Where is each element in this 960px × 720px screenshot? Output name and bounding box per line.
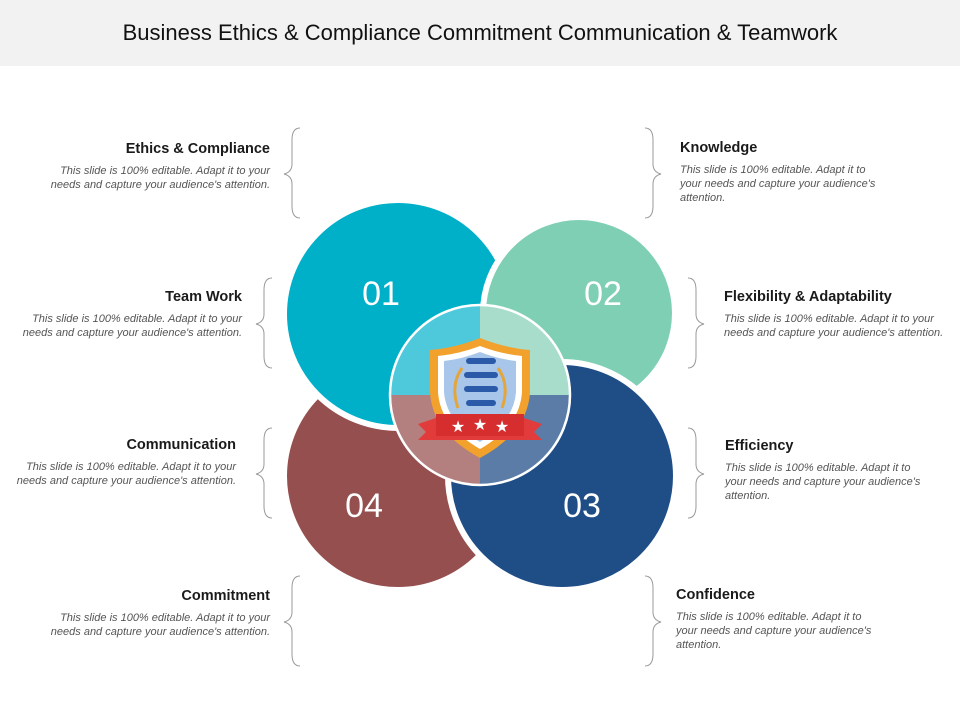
item-confidence: Confidence This slide is 100% editable. … (676, 587, 881, 652)
item-heading: Flexibility & Adaptability (724, 289, 892, 305)
item-description: This slide is 100% editable. Adapt it to… (16, 461, 236, 487)
item-description: This slide is 100% editable. Adapt it to… (676, 611, 872, 651)
item-team-work: Team Work This slide is 100% editable. A… (12, 289, 242, 340)
brace-right-2 (687, 277, 705, 369)
number-02: 02 (584, 275, 622, 313)
item-commitment: Commitment This slide is 100% editable. … (40, 588, 270, 639)
brace-left-1 (283, 127, 301, 219)
center-circle (388, 303, 572, 487)
item-description: This slide is 100% editable. Adapt it to… (50, 612, 270, 638)
number-04: 04 (345, 487, 383, 525)
svg-text:★: ★ (451, 417, 465, 436)
number-01: 01 (362, 275, 400, 313)
svg-text:★: ★ (473, 415, 487, 434)
item-heading: Efficiency (725, 438, 794, 454)
number-03: 03 (563, 487, 601, 525)
item-description: This slide is 100% editable. Adapt it to… (725, 462, 921, 502)
item-flexibility-adaptability: Flexibility & Adaptability This slide is… (724, 289, 944, 340)
brace-right-3 (687, 427, 705, 519)
brace-left-3 (255, 427, 273, 519)
item-heading: Ethics & Compliance (125, 141, 270, 157)
svg-text:★: ★ (495, 417, 509, 436)
item-heading: Confidence (676, 587, 755, 603)
item-description: This slide is 100% editable. Adapt it to… (50, 165, 270, 191)
slide-title: Business Ethics & Compliance Commitment … (122, 20, 838, 45)
item-knowledge: Knowledge This slide is 100% editable. A… (680, 140, 880, 205)
brace-left-4 (283, 575, 301, 667)
item-heading: Team Work (165, 289, 242, 305)
brace-right-1 (644, 127, 662, 219)
item-communication: Communication This slide is 100% editabl… (6, 437, 236, 488)
brace-right-4 (644, 575, 662, 667)
item-heading: Knowledge (680, 140, 758, 156)
brace-left-2 (255, 277, 273, 369)
item-heading: Commitment (181, 588, 270, 604)
item-description: This slide is 100% editable. Adapt it to… (22, 313, 242, 339)
item-efficiency: Efficiency This slide is 100% editable. … (725, 438, 925, 503)
shield-badge-icon: ★ ★ ★ (418, 338, 542, 458)
item-ethics-compliance: Ethics & Compliance This slide is 100% e… (40, 141, 270, 192)
header-bar (0, 0, 960, 66)
item-heading: Communication (126, 437, 236, 453)
item-description: This slide is 100% editable. Adapt it to… (680, 164, 876, 204)
item-description: This slide is 100% editable. Adapt it to… (724, 313, 944, 339)
